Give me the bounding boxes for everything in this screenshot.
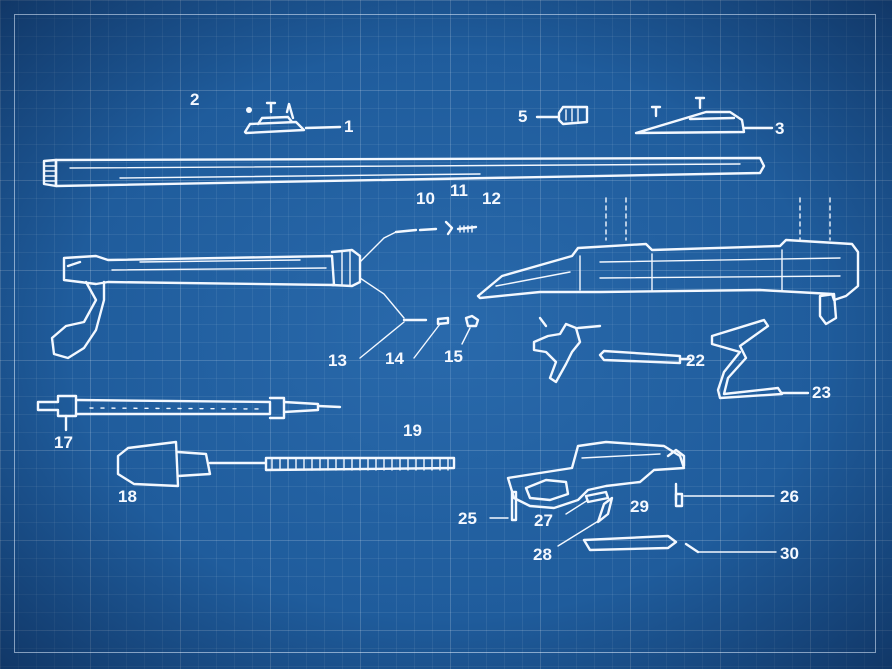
callout-1: 1: [344, 117, 354, 136]
part-13-15: [402, 314, 480, 328]
part-17-firing-pin: [36, 394, 342, 432]
part-receiver: [476, 197, 860, 326]
callout-10: 10: [416, 189, 435, 208]
part-19-spring: [264, 456, 456, 472]
blueprint-border: [14, 14, 876, 653]
part-trigger: [532, 316, 602, 384]
callout-26: 26: [780, 487, 799, 506]
callout-27: 27: [534, 511, 553, 530]
part-trigger-guard: [506, 440, 686, 510]
callout-30: 30: [780, 544, 799, 563]
part-5-block: [535, 105, 589, 126]
part-10-12: [394, 220, 478, 236]
part-rear-sight: [243, 101, 342, 135]
part-18-cocking-piece: [116, 440, 268, 488]
callout-22: 22: [686, 351, 705, 370]
callout-3: 3: [775, 119, 785, 138]
callout-13: 13: [328, 351, 347, 370]
callout-23: 23: [812, 383, 831, 402]
callout-12: 12: [482, 189, 501, 208]
part-barrel: [42, 156, 766, 188]
callout-28: 28: [533, 545, 552, 564]
callout-25: 25: [458, 509, 477, 528]
callout-29: 29: [630, 497, 649, 516]
callout-2: 2: [190, 90, 200, 109]
part-front-sight: [634, 96, 774, 135]
leader-lines: [359, 321, 777, 553]
part-22-pin: [598, 349, 692, 365]
callout-18: 18: [118, 487, 137, 506]
callout-15: 15: [444, 347, 463, 366]
part-23-spring: [710, 318, 810, 400]
callout-17: 17: [54, 433, 73, 452]
callout-11: 11: [450, 181, 468, 200]
callout-5: 5: [518, 107, 528, 126]
callout-14: 14: [385, 349, 404, 368]
callout-19: 19: [403, 421, 422, 440]
part-bolt: [50, 231, 405, 360]
